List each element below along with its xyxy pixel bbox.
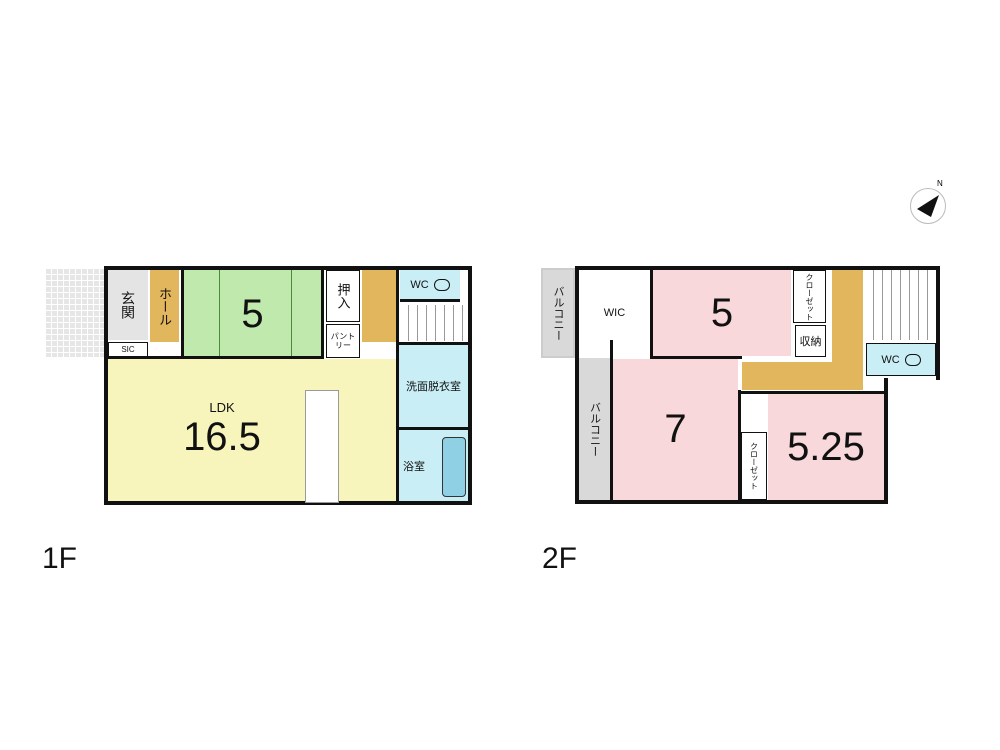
hall-2 (362, 270, 398, 342)
compass-north-label: N (937, 179, 943, 188)
kitchen-counter (305, 390, 339, 503)
room-5-2f: 5 (653, 270, 791, 356)
room-label: LDK (209, 400, 235, 415)
wall (575, 266, 579, 504)
room-label: 収納 (799, 336, 822, 348)
wall (104, 266, 472, 270)
wall (104, 501, 472, 505)
room-7: 7 (613, 359, 738, 500)
room-wc-2f: WC (866, 343, 936, 376)
room-hall: ホール (150, 270, 179, 342)
porch (45, 268, 108, 357)
north-arrow-icon (917, 195, 939, 217)
wall (396, 427, 472, 430)
room-label: WIC (603, 307, 626, 319)
wall (884, 378, 888, 504)
staircase (400, 305, 468, 341)
hall-2f (742, 362, 863, 390)
compass: N (910, 179, 946, 224)
room-sic: SIC (108, 342, 148, 357)
wall (575, 266, 940, 270)
room-label: バルコニー (552, 285, 564, 341)
room-senmen: 洗面脱衣室 (399, 345, 468, 427)
floor-label-1f: 1F (42, 542, 78, 575)
wall (104, 266, 108, 505)
wall (650, 356, 742, 359)
closet-door-area (741, 394, 768, 432)
room-shuno: 収納 (795, 325, 826, 357)
room-label: バルコニー (588, 401, 601, 457)
room-label: WC (881, 353, 900, 366)
room-genkan: 玄関 (108, 270, 148, 340)
room-label: パントリー (330, 332, 356, 350)
room-label: 5 (241, 291, 264, 336)
room-label: 浴室 (403, 460, 425, 473)
balcony-side: バルコニー (579, 358, 610, 500)
room-pantry: パントリー (326, 324, 360, 358)
wall (610, 340, 613, 502)
room-size: 16.5 (183, 415, 261, 459)
closet-bottom: クローゼット (741, 432, 767, 500)
wall (741, 391, 886, 394)
staircase-2f (865, 270, 936, 340)
toilet-icon (904, 353, 921, 366)
room-wc-1f: WC (400, 270, 460, 302)
room-label: SIC (121, 345, 135, 354)
room-label: 押入 (335, 283, 351, 309)
room-label: 5.25 (787, 424, 865, 469)
room-label: クローゼット (805, 272, 814, 321)
room-washitsu: 5 (181, 270, 324, 358)
wall (468, 266, 472, 505)
wall (575, 500, 887, 504)
wall (396, 266, 399, 505)
floor-label-2f: 2F (542, 542, 578, 575)
wall (650, 270, 653, 358)
room-wic: WIC (579, 270, 650, 356)
room-label: 7 (664, 407, 687, 451)
room-label: 5 (710, 290, 734, 335)
room-5-25: 5.25 (768, 394, 884, 500)
wall (104, 356, 324, 359)
toilet-icon (433, 278, 450, 291)
room-label: WC (410, 278, 429, 291)
balcony-top: バルコニー (541, 268, 575, 358)
room-label: 洗面脱衣室 (406, 381, 461, 393)
wall (396, 342, 472, 345)
room-oshiire: 押入 (326, 270, 360, 322)
room-label: 玄関 (120, 291, 136, 319)
wall (936, 266, 940, 380)
room-ldk: LDK 16.5 (108, 359, 396, 501)
wall (738, 390, 741, 502)
room-label: クローゼット (749, 442, 759, 490)
closet-top: クローゼット (793, 270, 826, 323)
room-label: ホール (157, 286, 172, 326)
bathtub (442, 437, 466, 497)
